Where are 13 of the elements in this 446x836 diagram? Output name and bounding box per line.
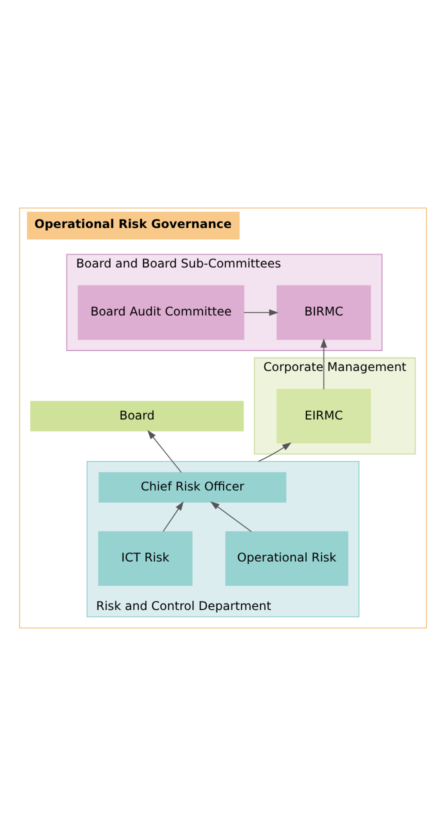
arrow — [320, 338, 328, 390]
node-box: Board Audit Committee — [78, 285, 244, 340]
node-box: Operational Risk — [225, 531, 348, 586]
node-box: BIRMC — [276, 285, 371, 340]
arrow — [162, 501, 184, 532]
arrow — [258, 442, 292, 462]
arrow — [147, 430, 182, 473]
node-box: Chief Risk Officer — [98, 472, 286, 503]
arrow — [210, 501, 252, 532]
arrow — [244, 309, 278, 316]
node-box: ICT Risk — [98, 531, 192, 586]
node-box: EIRMC — [276, 388, 371, 444]
node-box: Board — [30, 400, 244, 432]
